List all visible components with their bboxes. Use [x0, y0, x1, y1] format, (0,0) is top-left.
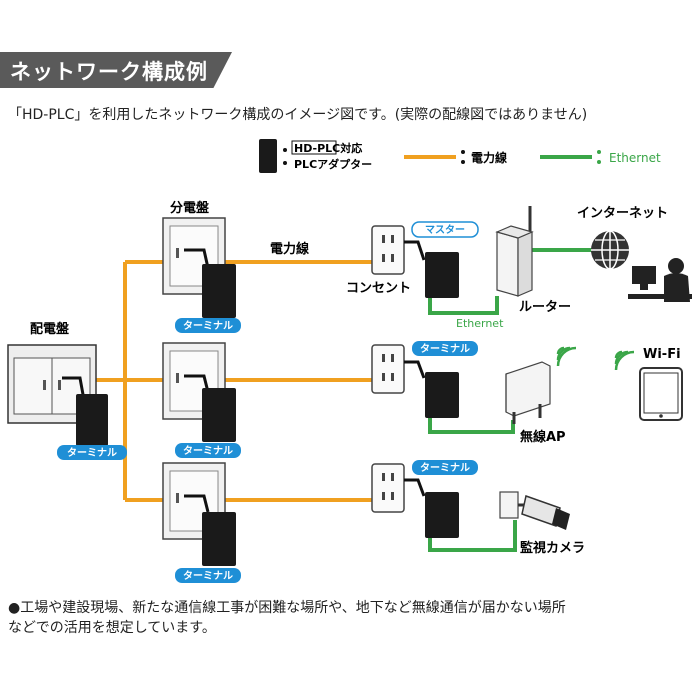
- legend-adapter-label-2: PLCアダプター: [294, 157, 372, 171]
- footnote: ●工場や建設現場、新たな通信線工事が困難な場所や、地下など無線通信が届かない場所…: [8, 598, 688, 638]
- main-panel-label: 配電盤: [30, 321, 70, 337]
- row-2: ターミナル 無線AP Wi-Fi: [371, 341, 683, 445]
- footnote-line-1: ●工場や建設現場、新たな通信線工事が困難な場所や、地下など無線通信が届かない場所: [8, 600, 566, 616]
- ethernet-label: Ethernet: [456, 317, 504, 330]
- legend-adapter-label-1: HD-PLC対応: [294, 141, 362, 155]
- power-line-label: 電力線: [270, 241, 310, 257]
- outlet-icon: [371, 463, 405, 513]
- wireless-ap-label: 無線AP: [520, 429, 566, 445]
- power-lines: [92, 260, 372, 502]
- legend-power-label: 電力線: [471, 150, 507, 165]
- terminal-badge-label: ターミナル: [420, 343, 470, 355]
- main-distribution-board: 配電盤 ターミナル: [7, 321, 127, 460]
- sub-panel-label: 分電盤: [170, 200, 210, 216]
- wifi-icon: [614, 350, 635, 371]
- terminal-badge: [412, 460, 478, 475]
- legend-ethernet-label: Ethernet: [609, 151, 661, 165]
- row-3: ターミナル 監視カメラ: [371, 460, 585, 556]
- wifi-signal-icon: [556, 346, 577, 367]
- legend: HD-PLC対応 PLCアダプター 電力線 Ethernet: [259, 139, 661, 173]
- access-point-icon: [505, 361, 551, 424]
- router-label: ルーター: [519, 300, 571, 315]
- page-subtitle: 「HD-PLC」を利用したネットワーク構成のイメージ図です。(実際の配線図ではあ…: [8, 107, 588, 123]
- user-at-pc-icon: [628, 258, 692, 302]
- router-icon: [495, 206, 534, 297]
- terminal-badge: [175, 443, 241, 458]
- ethernet-lines: [428, 248, 596, 552]
- terminal-badge: [412, 341, 478, 356]
- security-camera-icon: [499, 491, 570, 530]
- internet-label: インターネット: [577, 206, 668, 221]
- sub-panel-1: 分電盤 ターミナル: [162, 200, 241, 333]
- terminal-badge-label: ターミナル: [67, 447, 117, 459]
- globe-icon: [591, 230, 629, 270]
- header-bar: [0, 52, 232, 88]
- row-1: コンセント マスター Ethernet ルーター インターネット: [346, 206, 692, 330]
- terminal-badge-label: ターミナル: [420, 462, 470, 474]
- legend-adapter-icon: [259, 139, 277, 173]
- terminal-badge-label: ターミナル: [183, 570, 233, 582]
- wifi-label: Wi-Fi: [643, 347, 681, 362]
- plc-adapter: [425, 492, 459, 538]
- plc-adapter: [76, 394, 108, 446]
- tablet-icon: [639, 367, 683, 421]
- plc-adapter: [425, 252, 459, 298]
- master-badge-label: マスター: [425, 224, 465, 236]
- plc-adapter: [202, 264, 236, 318]
- terminal-badge: [175, 568, 241, 583]
- plc-adapter: [425, 372, 459, 418]
- terminal-badge: [57, 445, 127, 460]
- terminal-badge-label: ターミナル: [183, 445, 233, 457]
- sub-panel-2: ターミナル: [162, 342, 241, 458]
- sub-panel-3: ターミナル: [162, 462, 241, 583]
- outlet-label: コンセント: [346, 281, 411, 296]
- outlet-icon: [371, 344, 405, 394]
- terminal-badge-label: ターミナル: [183, 320, 233, 332]
- camera-label: 監視カメラ: [520, 540, 585, 556]
- plc-adapter: [202, 388, 236, 442]
- footnote-line-2: などでの活用を想定しています。: [8, 620, 216, 636]
- outlet-icon: [371, 225, 405, 275]
- page-title: ネットワーク構成例: [10, 60, 208, 84]
- terminal-badge: [175, 318, 241, 333]
- plc-adapter: [202, 512, 236, 566]
- master-badge: [411, 221, 479, 238]
